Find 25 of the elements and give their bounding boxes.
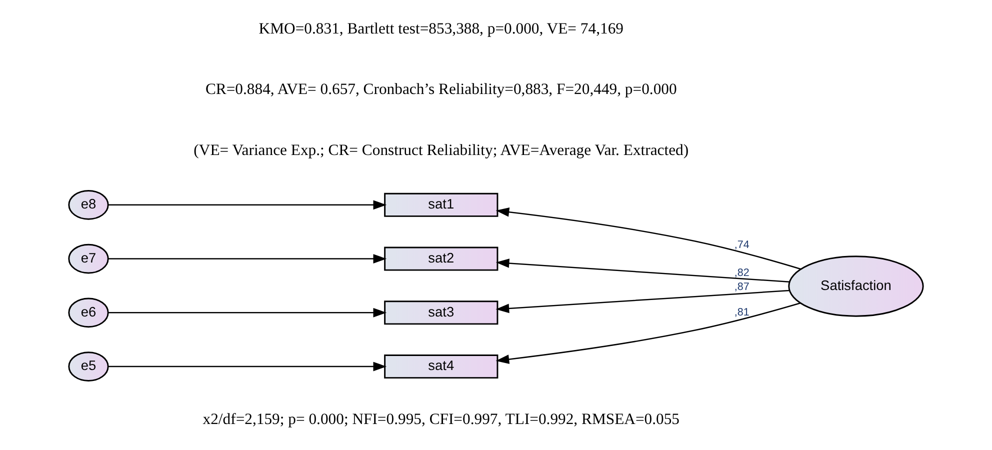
label: x2/df=2,159; p= 0.000; NFI=0.995, CFI=0.997, TLI=0.992, RMSEA=0.055 — [202, 411, 680, 428]
label: CR=0.884, AVE= 0.657, Cronbach’s Reliability=0,883, F=20,449, p=0.000 — [205, 81, 677, 98]
arrow — [108, 308, 387, 318]
node-ellipse: e5 — [68, 352, 109, 382]
edge-label: ,87 — [734, 280, 750, 293]
arrow — [108, 362, 387, 372]
label: KMO=0.831, Bartlett test=853,388, p=0.000, VE= 74,169 — [258, 20, 624, 38]
arrow — [496, 258, 790, 282]
node-box: sat4 — [384, 354, 498, 379]
node-ellipse: e6 — [68, 298, 109, 328]
arrow — [108, 200, 387, 210]
node-box: sat3 — [384, 300, 498, 325]
edge-label: ,82 — [734, 267, 750, 280]
label: (VE= Variance Exp.; CR= Construct Reliability; AVE=Average Var. Extracted) — [194, 142, 689, 159]
edge-label: ,74 — [734, 238, 750, 251]
arrow — [496, 207, 802, 270]
node-box: sat2 — [384, 246, 498, 271]
node-ellipse: e8 — [68, 190, 109, 220]
node-ellipse: e7 — [68, 244, 109, 274]
edge-label: ,81 — [734, 306, 750, 318]
arrow — [496, 290, 790, 314]
arrow — [108, 254, 387, 264]
node-box: sat1 — [384, 192, 498, 217]
arrow — [496, 302, 800, 364]
node-ellipse: Satisfaction — [788, 256, 924, 317]
